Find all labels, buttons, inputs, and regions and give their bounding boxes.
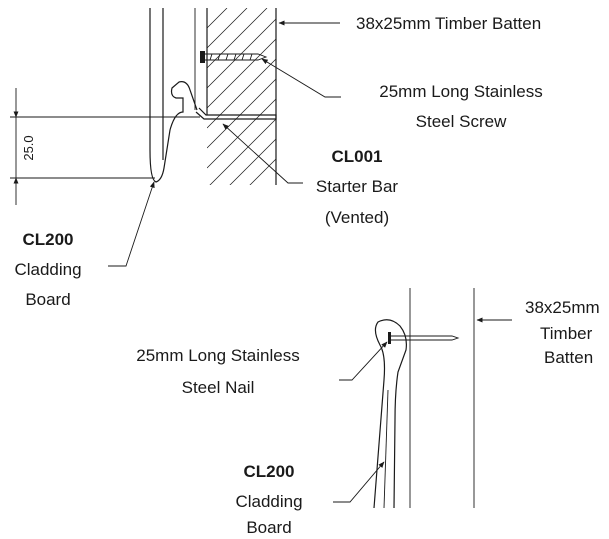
batten-label-bottom-line2: Timber	[540, 324, 593, 343]
leader-starter-bar	[222, 123, 303, 184]
top-detail: 25.0 38x25mm Timber Batten 25mm Long Sta…	[10, 8, 543, 309]
cladding-code-top: CL200	[22, 230, 73, 249]
dimension-text: 25.0	[21, 135, 36, 160]
dimension-25: 25.0	[10, 88, 200, 205]
screw-label-line2: Steel Screw	[416, 112, 507, 131]
batten-label-bottom-line3: Batten	[544, 348, 593, 367]
timber-batten-top	[206, 8, 277, 185]
cladding-label-top-line1: Cladding	[14, 260, 81, 279]
leader-cladding-bottom	[333, 461, 385, 503]
starter-bar-top	[195, 107, 277, 120]
cladding-label-bottom-line2: Board	[246, 518, 291, 537]
batten-label-bottom-line1: 38x25mm	[525, 298, 600, 317]
starter-label-line1: Starter Bar	[316, 177, 399, 196]
nail-label-line2: Steel Nail	[182, 378, 255, 397]
cladding-board-top	[149, 8, 198, 183]
nail-label-line1: 25mm Long Stainless	[136, 346, 299, 365]
bottom-detail: 38x25mm Timber Batten 25mm Long Stainles…	[136, 288, 600, 537]
leader-nail	[339, 341, 388, 381]
starter-label-line2: (Vented)	[325, 208, 389, 227]
batten-label-top: 38x25mm Timber Batten	[356, 14, 541, 33]
cladding-code-bottom: CL200	[243, 462, 294, 481]
screw-label-line1: 25mm Long Stainless	[379, 82, 542, 101]
cladding-label-bottom-line1: Cladding	[235, 492, 302, 511]
leader-cladding-top	[108, 181, 155, 267]
nail-icon	[388, 332, 460, 344]
screw-icon	[200, 51, 268, 63]
leader-screw	[261, 58, 341, 98]
batten-hatching	[207, 8, 276, 185]
cladding-board-bottom	[373, 319, 407, 509]
starter-code: CL001	[331, 147, 382, 166]
cladding-label-top-line2: Board	[25, 290, 70, 309]
